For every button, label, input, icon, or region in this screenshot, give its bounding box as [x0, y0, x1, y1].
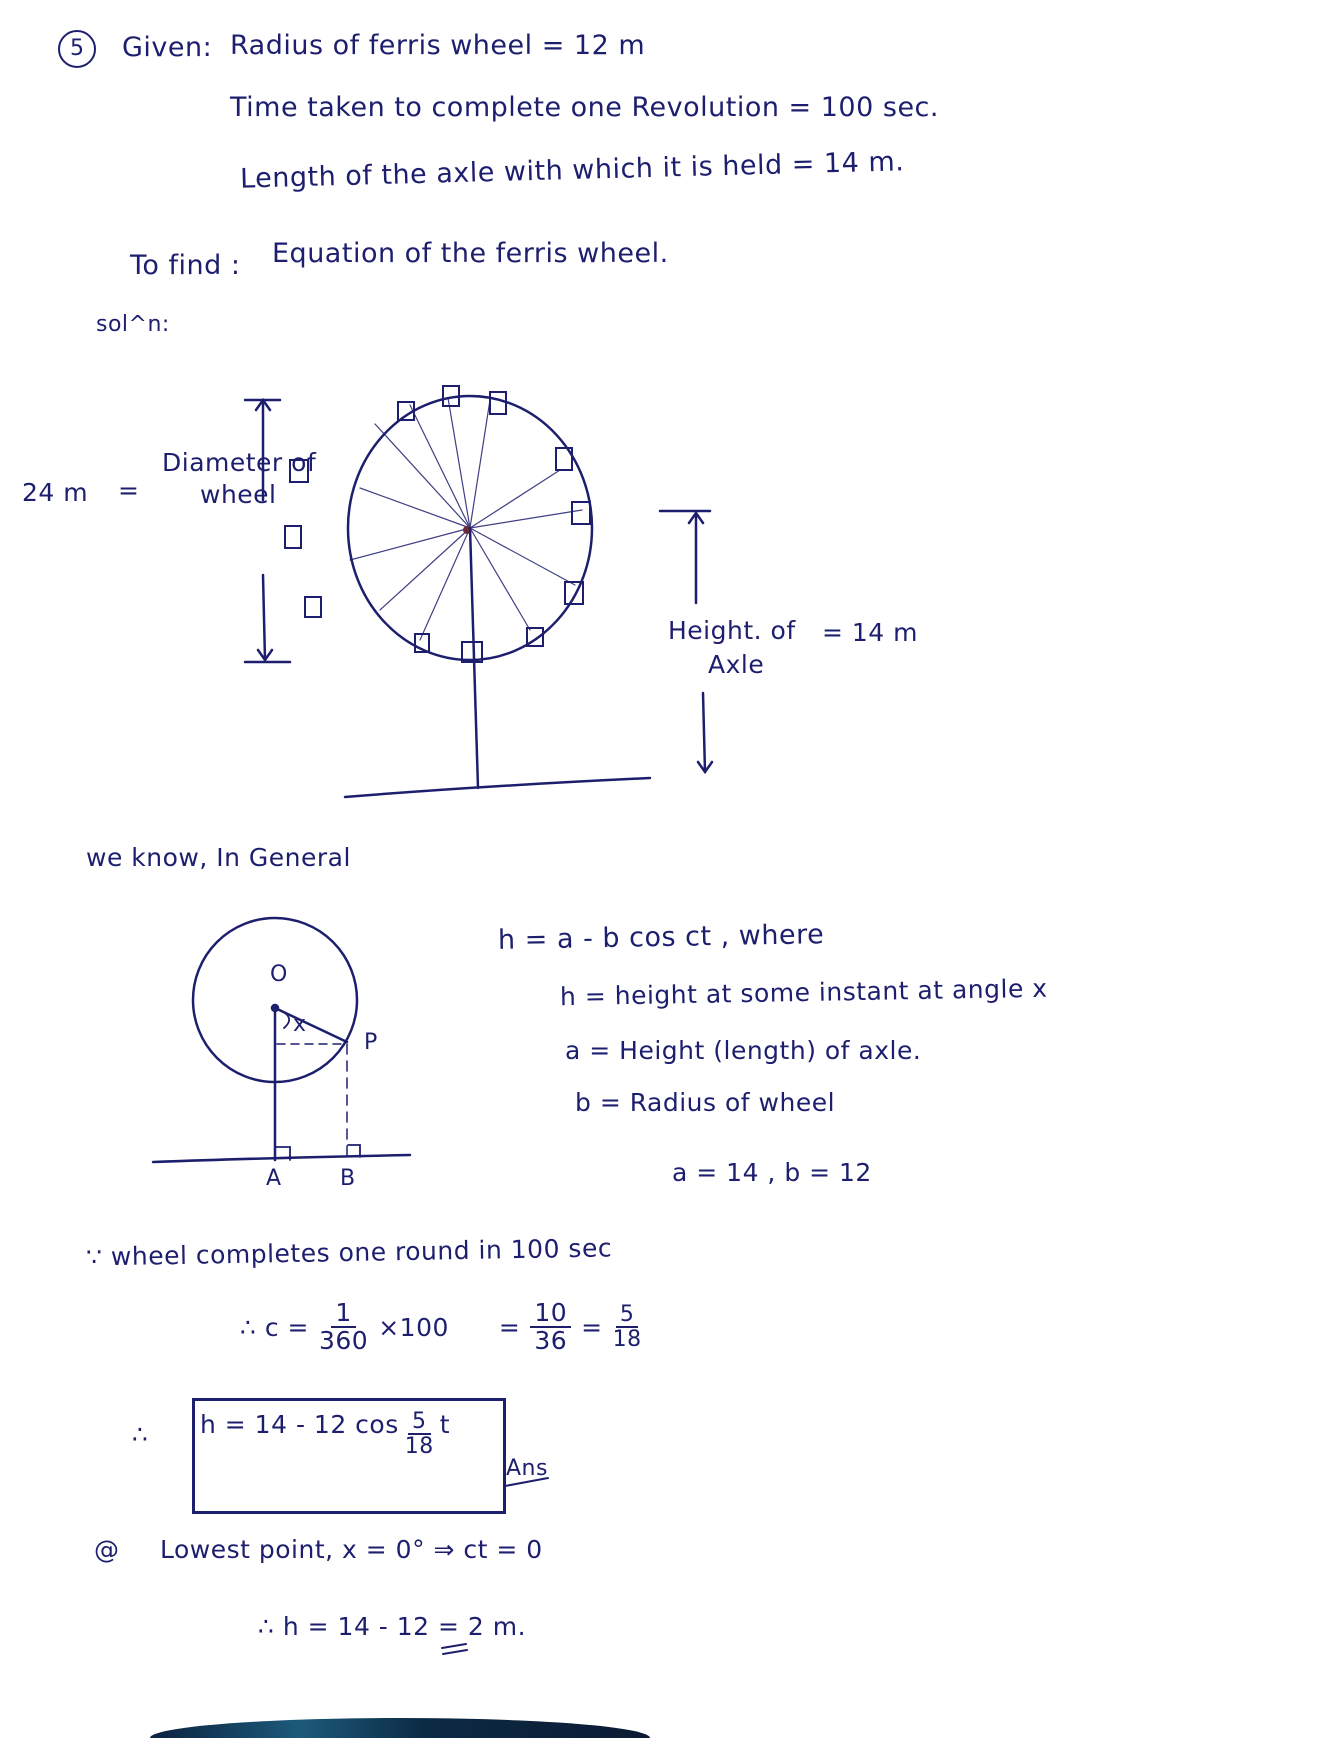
- to-find-text: Equation of the ferris wheel.: [272, 238, 669, 269]
- given-revolution-time: Time taken to complete one Revolution = …: [230, 92, 939, 123]
- c-fraction-2: 10 36: [530, 1299, 572, 1355]
- definition-b: b = Radius of wheel: [575, 1088, 836, 1117]
- c-eq2: =: [581, 1312, 603, 1342]
- given-radius: Radius of ferris wheel = 12 m: [230, 30, 646, 61]
- general-formula: h = a - b cos ct , where: [497, 919, 825, 956]
- solution-label: sol^n:: [96, 312, 170, 337]
- c-prefix: ∴ c =: [240, 1312, 309, 1342]
- question-number: 5: [58, 30, 96, 68]
- diameter-value: 24 m: [22, 478, 89, 507]
- ferris-wheel-figure: [243, 385, 714, 799]
- cabin-icons: [284, 385, 591, 663]
- part-a-conclusion: ∴ h = 14 - 12 = 2 m.: [258, 1612, 527, 1641]
- c-fraction-1: 1 360: [319, 1298, 369, 1356]
- given-values: a = 14 , b = 12: [672, 1158, 872, 1187]
- label-point-p: P: [364, 1030, 378, 1055]
- general-circle-figure: [151, 916, 412, 1164]
- to-find-label: To find :: [130, 250, 241, 281]
- result-therefore: ∴: [132, 1420, 149, 1449]
- ans-mark: Ans: [506, 1456, 548, 1481]
- c-fraction-3: 5 18: [612, 1302, 642, 1353]
- c-times: ×100: [378, 1312, 449, 1342]
- label-foot-a: A: [266, 1166, 282, 1191]
- label-angle-x: x: [293, 1012, 307, 1037]
- axle-label-line1: Height. of: [668, 616, 796, 645]
- label-center-o: O: [270, 962, 288, 987]
- axle-value: = 14 m: [822, 618, 919, 647]
- general-intro: we know, In General: [86, 843, 351, 872]
- c-calculation: ∴ c = 1 360 ×100 = 10 36 = 5 18: [240, 1298, 642, 1356]
- axle-label-line2: Axle: [708, 650, 765, 679]
- label-foot-b: B: [340, 1166, 356, 1191]
- diameter-equals: =: [118, 476, 140, 505]
- c-eq: =: [498, 1312, 521, 1342]
- given-label: Given:: [122, 32, 213, 63]
- part-a-marker: @: [94, 1535, 120, 1564]
- result-fraction: 5 18: [404, 1409, 434, 1460]
- answer-box: [192, 1398, 506, 1514]
- result-equation: h = 14 - 12 cos 5 18 t: [200, 1409, 451, 1460]
- definition-a: a = Height (length) of axle.: [565, 1036, 922, 1065]
- part-a-text: Lowest point, x = 0° ⇒ ct = 0: [160, 1535, 543, 1564]
